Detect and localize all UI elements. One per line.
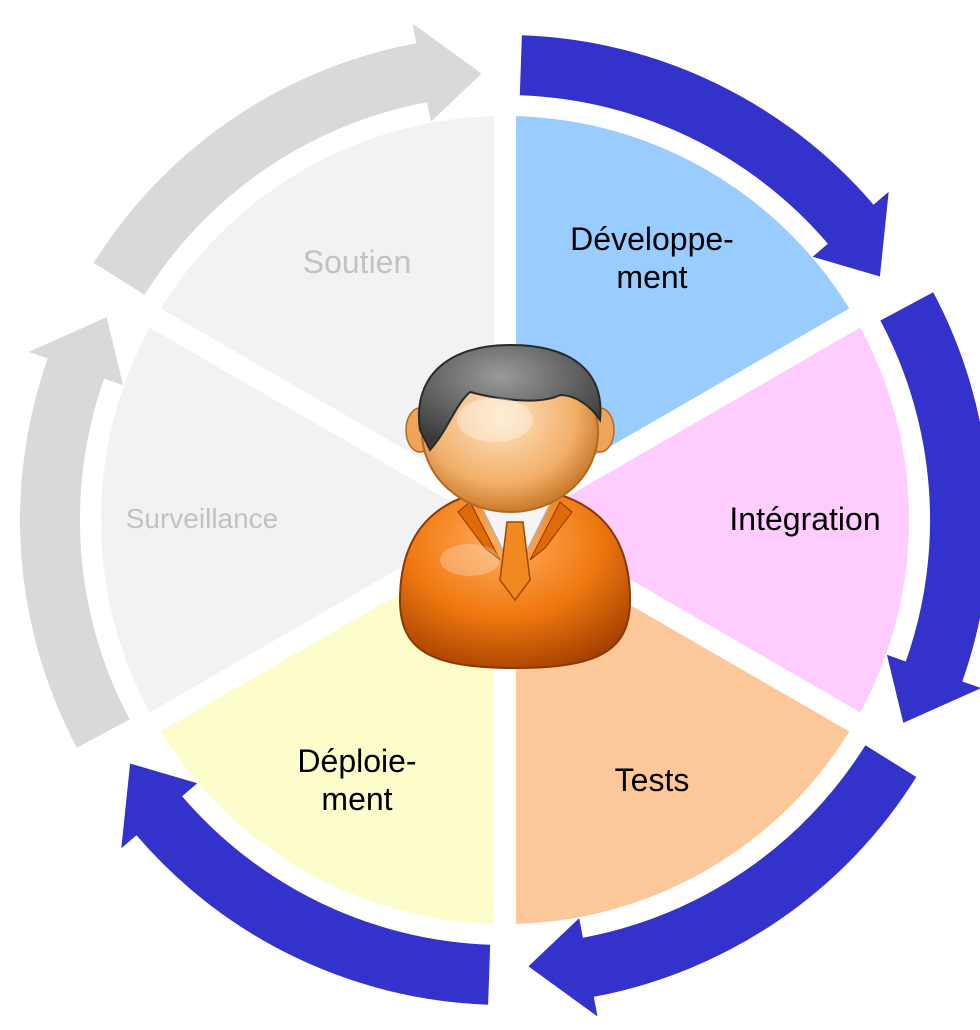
arrow-surveillance <box>20 317 130 748</box>
person-tie <box>499 521 531 602</box>
arrow-integration <box>880 292 980 723</box>
arrow-tests <box>528 745 917 1017</box>
segment-integration <box>494 301 931 739</box>
segment-surveillance <box>79 301 516 739</box>
arrow-developpement <box>519 35 889 277</box>
arrow-soutien <box>93 23 482 295</box>
arrow-deploiement <box>121 763 491 1005</box>
segment-label-tests: Tests <box>614 762 690 798</box>
segment-label-integration: Intégration <box>729 501 881 537</box>
businessman-icon <box>398 343 632 670</box>
segment-label-developpement: Développe- ment <box>570 221 734 295</box>
segment-label-soutien: Soutien <box>302 244 412 280</box>
person-hair <box>417 343 602 452</box>
segment-label-surveillance: Surveillance <box>125 503 279 534</box>
segment-label-deploiement: Déploie- ment <box>297 743 417 817</box>
